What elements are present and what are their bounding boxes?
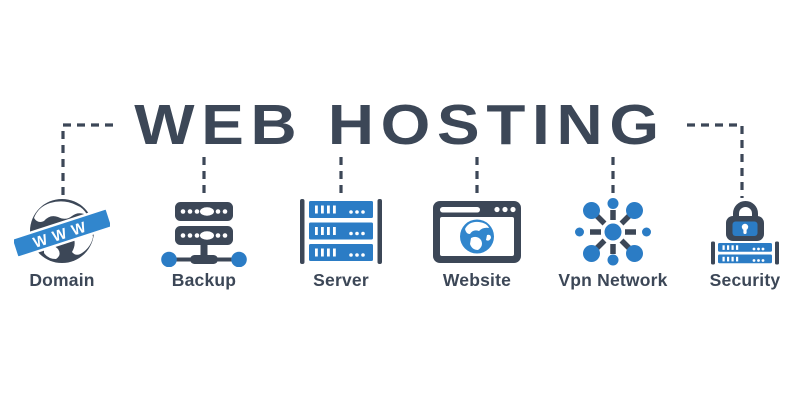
page-title: WEB HOSTING (134, 93, 666, 157)
item-domain: WWW Domain (0, 197, 124, 291)
item-backup: Backup (142, 197, 266, 291)
item-label-backup: Backup (171, 270, 237, 290)
item-label-vpn-network: Vpn Network (558, 270, 668, 290)
browser-globe-icon (433, 201, 521, 263)
item-label-server: Server (313, 270, 369, 290)
backup-servers-icon (161, 202, 247, 267)
globe-www-icon: WWW (14, 199, 110, 263)
item-security: Security (683, 197, 800, 291)
item-label-website: Website (442, 270, 512, 290)
item-label-security: Security (709, 270, 781, 290)
item-server: Server (279, 197, 403, 291)
item-website: Website (415, 197, 539, 291)
lock-server-icon (711, 201, 779, 265)
connector-domain-elbow (61, 123, 113, 196)
server-rack-icon (300, 199, 382, 264)
connector-security-elbow (687, 123, 744, 198)
item-vpn-network: Vpn Network (551, 197, 675, 291)
network-hub-icon (575, 198, 651, 266)
item-label-domain: Domain (29, 270, 95, 290)
